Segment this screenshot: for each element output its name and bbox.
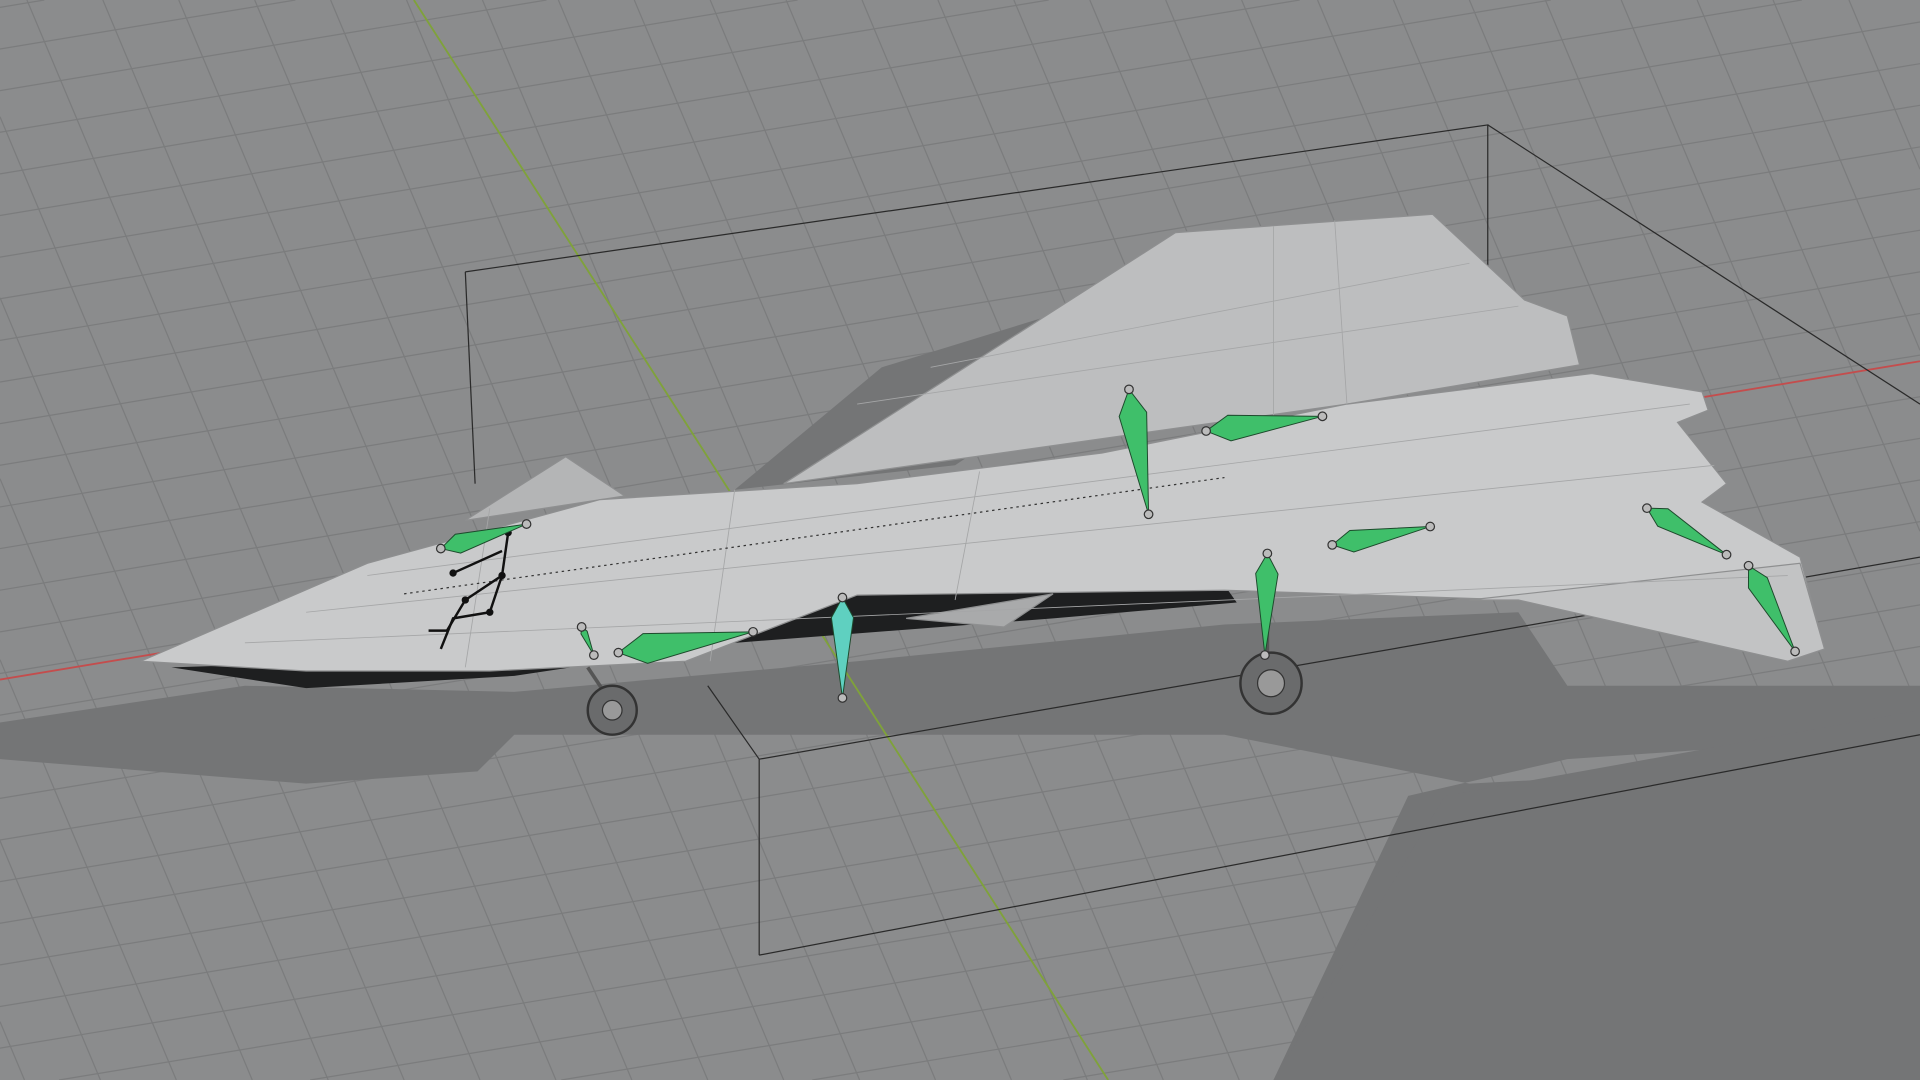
bone-joint[interactable] — [1317, 411, 1328, 422]
tail-plane — [1469, 562, 1826, 662]
bone-joint[interactable] — [576, 622, 587, 632]
bone-joint[interactable] — [1642, 503, 1652, 514]
grid-line — [0, 0, 1300, 217]
bone-joint[interactable] — [1143, 509, 1154, 520]
grid-line — [1772, 0, 1920, 351]
bone-joint[interactable] — [1260, 650, 1270, 660]
front-wheel-hub — [601, 699, 623, 721]
bone-joint[interactable] — [1425, 521, 1436, 532]
armature-bones[interactable] — [435, 384, 1800, 703]
grid-line — [0, 0, 798, 133]
grid-line — [0, 604, 1920, 924]
bone-joint[interactable] — [613, 647, 624, 658]
grid-line — [1620, 0, 1920, 713]
grid-line — [102, 0, 557, 1080]
grid-line — [0, 146, 1920, 466]
bone-joint[interactable] — [1124, 384, 1134, 395]
fuselage — [140, 372, 1826, 672]
mesh-wireframe — [244, 220, 1788, 668]
bone-joint[interactable] — [837, 592, 848, 603]
grid-line — [0, 840, 101, 1080]
grid-line — [0, 63, 1920, 383]
bone-joint[interactable] — [1743, 560, 1754, 571]
bone-joint[interactable] — [1262, 548, 1273, 559]
grid-line — [1848, 0, 1920, 170]
grid-line — [0, 0, 1551, 258]
grid-line — [0, 116, 405, 1080]
grid-line — [0, 478, 253, 1080]
grid-line — [0, 1021, 26, 1080]
bone-joint[interactable] — [1721, 549, 1732, 560]
jet-aircraft-mesh[interactable] — [140, 213, 1826, 736]
front-landing-gear[interactable] — [586, 666, 638, 736]
vertical-stabilizer — [464, 456, 627, 522]
bone-joint[interactable] — [837, 693, 848, 703]
bone-joint[interactable] — [1201, 426, 1212, 436]
grid-line — [26, 0, 481, 1080]
bone-joint[interactable] — [748, 626, 758, 637]
grid-line — [178, 0, 633, 1080]
grid-line — [0, 0, 1802, 300]
bone-joint[interactable] — [588, 650, 599, 660]
main-wheel-hub — [1256, 669, 1286, 698]
bone-joint[interactable] — [521, 519, 532, 529]
bone-joint[interactable] — [1327, 540, 1338, 550]
main-wing — [783, 213, 1581, 485]
bone-joint[interactable] — [1790, 646, 1800, 657]
grid-line — [1696, 0, 1920, 532]
grid-line — [0, 21, 1920, 342]
bone-joint[interactable] — [435, 543, 446, 554]
grid-line — [0, 0, 45, 8]
grid-line — [0, 104, 1920, 425]
grid-line — [0, 0, 296, 50]
grid-line — [0, 297, 329, 1080]
